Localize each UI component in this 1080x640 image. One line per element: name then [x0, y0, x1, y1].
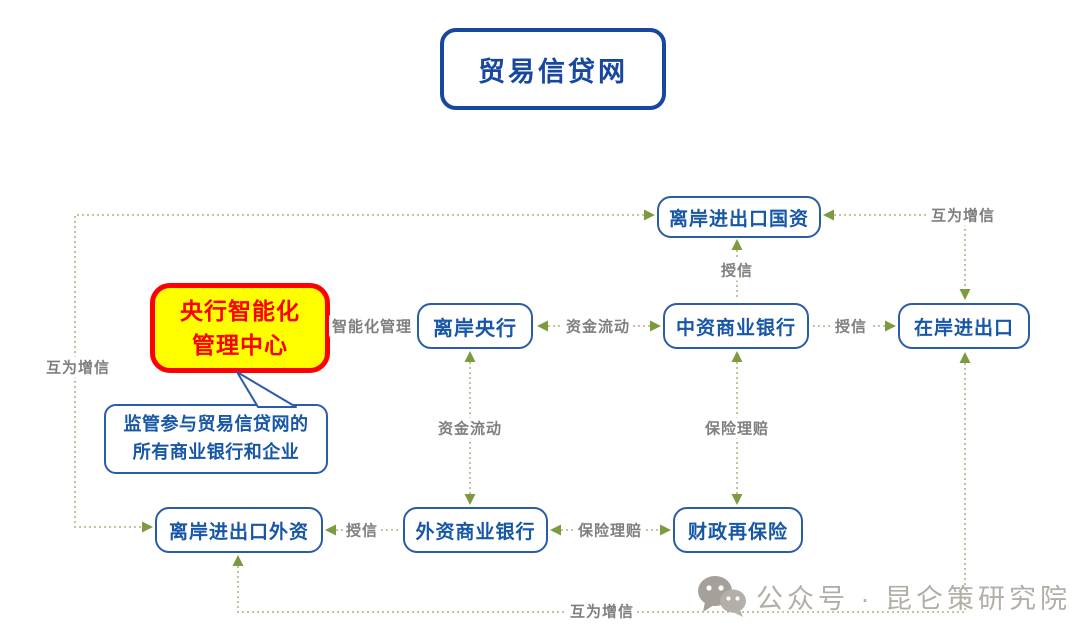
edge-label-mutual-credit-bottom: 互为增信 [566, 600, 638, 622]
node-central-mgmt-line2: 管理中心 [192, 332, 288, 358]
arrowhead-into-offshore-foreign-bottom [232, 555, 244, 566]
node-offshore-foreign: 离岸进出口外资 [155, 507, 323, 553]
wechat-icon [698, 576, 746, 617]
arrowhead-into-offshore-soe-bottom [731, 239, 743, 250]
edge-label-smart-mgmt: 智能化管理 [328, 315, 416, 337]
arrowhead-into-fiscal-reinsurance-top [731, 494, 743, 505]
arrowhead-into-foreign-bank-top [464, 494, 476, 505]
watermark-text: 公众号 · 昆仑策研究院 [756, 583, 1071, 614]
node-onshore-trade: 在岸进出口 [898, 303, 1030, 349]
arrowhead-into-offshore-soe-right [823, 209, 834, 221]
node-offshore-soe: 离岸进出口国资 [657, 196, 821, 238]
edge-label-credit-to-onshore: 授信 [831, 315, 871, 337]
node-fiscal-reinsurance: 财政再保险 [673, 507, 803, 553]
arrowhead-into-offshore-foreign-left [142, 521, 153, 533]
arrowhead-into-offshore-central-bank-bottom [464, 351, 476, 362]
arrowhead-into-fiscal-reinsurance-left [660, 524, 671, 536]
edge-label-credit-to-offshore-foreign: 授信 [342, 519, 382, 541]
arrowhead-into-offshore-central-bank-right [537, 320, 548, 332]
edge-label-credit-to-offshore-soe: 授信 [717, 259, 757, 281]
arrowhead-into-foreign-bank-right [550, 524, 561, 536]
edge-label-insurance-claims-horizontal: 保险理赔 [574, 519, 646, 541]
node-foreign-bank: 外资商业银行 [403, 507, 548, 553]
node-central-mgmt: 央行智能化 管理中心 [150, 283, 330, 373]
arrowhead-into-onshore-trade-bottom [959, 352, 971, 363]
arrowhead-into-chinese-bank-left [650, 320, 661, 332]
node-offshore-central-bank: 离岸央行 [417, 303, 533, 349]
edge-label-mutual-credit-left: 互为增信 [42, 356, 114, 378]
node-supervision-line1: 监管参与贸易信贷网的 [123, 414, 309, 435]
edge-label-fund-flow-horizontal: 资金流动 [562, 315, 634, 337]
arrowhead-into-onshore-trade-left [885, 320, 896, 332]
arrowhead-into-onshore-trade-top [959, 289, 971, 300]
edge-label-mutual-credit-top-right: 互为增信 [927, 204, 999, 226]
node-trade-credit-network: 贸易信贷网 [440, 28, 666, 110]
node-central-mgmt-line1: 央行智能化 [180, 297, 300, 324]
node-supervision: 监管参与贸易信贷网的 所有商业银行和企业 [104, 404, 328, 474]
watermark: 公众号 · 昆仑策研究院 [696, 574, 1071, 618]
node-chinese-bank: 中资商业银行 [663, 303, 809, 349]
arrowhead-into-offshore-foreign-right [325, 524, 336, 536]
edge-label-fund-flow-vertical: 资金流动 [434, 417, 506, 439]
arrowhead-into-chinese-bank-bottom [731, 351, 743, 362]
node-supervision-line2: 所有商业银行和企业 [132, 442, 300, 462]
arrowhead-into-offshore-soe-left [644, 209, 655, 221]
edge-mutual-credit-bottom [237, 363, 966, 613]
edge-label-insurance-claims-vertical: 保险理赔 [701, 417, 773, 439]
